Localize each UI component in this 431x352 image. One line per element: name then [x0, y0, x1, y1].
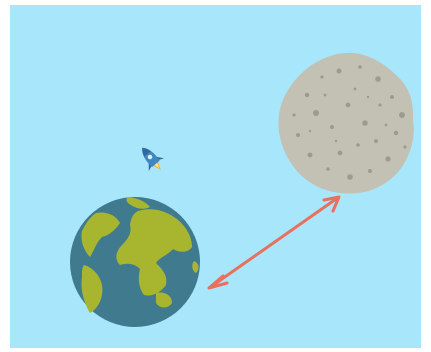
earth-icon	[70, 197, 200, 327]
space-scene	[10, 5, 421, 348]
scene-canvas	[10, 5, 421, 348]
